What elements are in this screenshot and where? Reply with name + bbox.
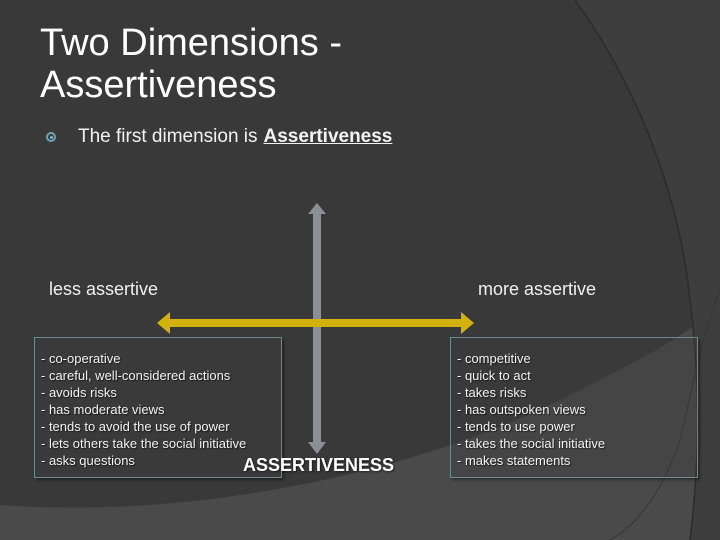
bg-right-arc [575, 0, 720, 540]
title-line-2: Assertiveness [40, 64, 277, 106]
trait-item: - tends to use power [457, 419, 575, 434]
bg-lower-swoosh [0, 300, 720, 540]
arrow-left-head-icon [157, 312, 170, 334]
trait-item: - careful, well-considered actions [41, 368, 231, 383]
trait-item: - competitive [457, 351, 531, 366]
arrow-down-head-icon [308, 442, 326, 454]
less-assertive-traits-box: - co-operative - careful, well-considered… [34, 337, 282, 478]
bullet-point: The first dimension is Assertiveness [46, 126, 392, 148]
title-line-1: Two Dimensions - [40, 22, 342, 64]
slide-title: Two Dimensions - Assertiveness [40, 22, 342, 106]
ring-bullet-icon [46, 132, 56, 142]
horizontal-arrow [157, 312, 474, 334]
less-assertive-label: less assertive [49, 279, 159, 299]
more-assertive-traits-list: - competitive - quick to act - takes risks… [457, 350, 691, 469]
trait-item: - co-operative [41, 351, 121, 366]
trait-item: - quick to act [457, 368, 531, 383]
trait-item: - has outspoken views [457, 402, 586, 417]
more-assertive-label: more assertive [478, 279, 597, 299]
vertical-arrow [308, 203, 326, 454]
bg-arc-line [574, 0, 699, 540]
trait-item: - lets others take the social initiative [41, 436, 247, 451]
trait-item: - has moderate views [41, 402, 165, 417]
less-assertive-traits-list: - co-operative - careful, well-considered… [41, 350, 275, 469]
trait-item: - avoids risks [41, 385, 117, 400]
bg-arc-line-2 [609, 289, 720, 540]
more-assertive-traits-box: - competitive - quick to act - takes risks… [450, 337, 698, 478]
arrow-up-head-icon [308, 203, 326, 214]
arrow-right-head-icon [461, 312, 474, 334]
trait-item: - asks questions [41, 453, 135, 468]
bullet-text: The first dimension is [78, 126, 258, 147]
trait-item: - tends to avoid the use of power [41, 419, 230, 434]
axis-title: ASSERTIVENESS [243, 455, 395, 475]
trait-item: - takes risks [457, 385, 527, 400]
trait-item: - makes statements [457, 453, 571, 468]
bullet-emphasis: Assertiveness [263, 126, 393, 147]
trait-item: - takes the social initiative [457, 436, 606, 451]
